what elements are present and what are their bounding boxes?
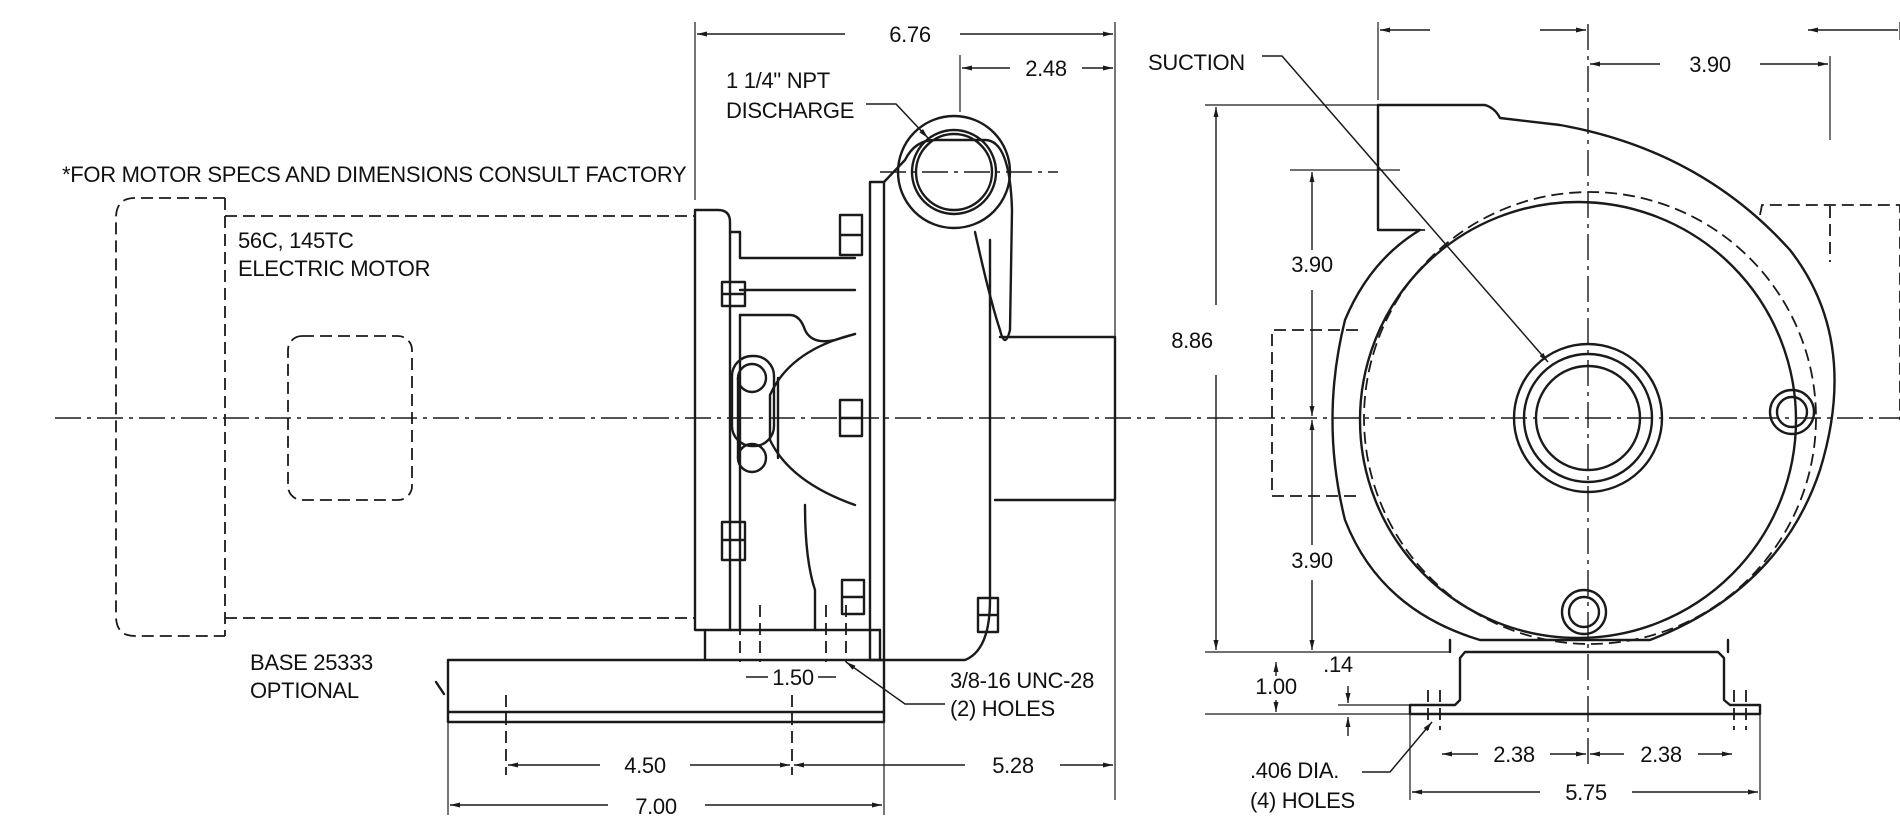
dim-overall-height: 8.86 xyxy=(1171,328,1213,353)
adapter-inner-contour xyxy=(768,332,857,507)
adapter-lower-web xyxy=(803,503,817,632)
motor-conduit-box xyxy=(287,335,413,501)
discharge-hidden-left xyxy=(1377,105,1425,231)
casing-hole-bottom-outer xyxy=(1560,588,1608,636)
pump-casing-side xyxy=(868,114,1117,662)
tapped-holes-leader xyxy=(845,661,945,705)
suction-label: SUCTION xyxy=(1148,50,1245,75)
mount-holes-line2: (4) HOLES xyxy=(1250,788,1355,813)
electric-motor xyxy=(115,197,695,637)
dim-foot-thickness: .14 xyxy=(1323,652,1353,677)
adapter-window xyxy=(730,354,776,448)
dim-upper-flange: 3.90 xyxy=(1291,252,1333,277)
casing-hole-right-outer xyxy=(1768,388,1816,436)
tapped-holes-line1: 3/8-16 UNC-28 xyxy=(950,668,1094,693)
adapter-hidden-outline xyxy=(1271,329,1358,497)
dim-foot-height: 1.00 xyxy=(1255,674,1297,699)
casing-bolt-top xyxy=(838,213,864,257)
front-view-labels: SUCTION .406 DIA. (4) HOLES xyxy=(1148,50,1549,813)
dim-base-to-center: 4.50 xyxy=(624,753,666,778)
suction-bore xyxy=(1534,364,1642,472)
flange-bolt-top xyxy=(720,280,747,308)
adapter-bolt-upper xyxy=(736,362,768,394)
adapter-bracket xyxy=(693,208,1000,662)
impeller-hidden-circle xyxy=(1363,191,1817,645)
mount-holes-line1: .406 DIA. xyxy=(1250,758,1339,783)
flange-bolt-bottom xyxy=(720,520,747,562)
dim-bolt-spacing: 1.50 xyxy=(772,665,814,690)
side-view-dimensions: 6.76 2.48 1.50 4.50 5.28 7.00 xyxy=(447,22,1116,819)
casing-bolt-middle xyxy=(838,398,864,438)
discharge-label-line1: 1 1/4" NPT xyxy=(726,68,830,93)
base-label-line2: OPTIONAL xyxy=(250,678,359,703)
base-plate xyxy=(434,658,886,775)
discharge-hidden-right xyxy=(1759,204,1900,420)
motor-type-line2: ELECTRIC MOTOR xyxy=(238,256,430,281)
side-view-labels: *FOR MOTOR SPECS AND DIMENSIONS CONSULT … xyxy=(62,68,1094,721)
dim-left-hole-offset: 2.38 xyxy=(1493,742,1535,767)
tapped-holes-line2: (2) HOLES xyxy=(950,696,1055,721)
base-outline xyxy=(446,658,886,724)
casing-bolt-lower xyxy=(840,578,866,616)
dim-center-to-end: 5.28 xyxy=(992,753,1034,778)
dim-base-length: 7.00 xyxy=(635,794,677,819)
discharge-label-line2: DISCHARGE xyxy=(726,98,854,123)
mounting-foot xyxy=(1408,650,1762,716)
adapter-upper-web xyxy=(728,230,857,260)
casing-bolt-bottom xyxy=(976,596,1000,634)
casing-hole-right-inner xyxy=(1775,395,1809,429)
motor-end-cap xyxy=(115,197,225,637)
side-view: 6.76 2.48 1.50 4.50 5.28 7.00 xyxy=(55,22,1155,819)
casing-hole-bottom-inner xyxy=(1567,595,1601,629)
motor-type-line1: 56C, 145TC xyxy=(238,228,354,253)
dim-overall-length: 6.76 xyxy=(889,22,931,47)
casing-front-circle xyxy=(1358,200,1798,640)
dim-lower-flange: 3.90 xyxy=(1291,548,1333,573)
suction-flange-outer xyxy=(1512,342,1664,494)
front-view: 3.90 8.86 3.90 3.90 1.00 .14 xyxy=(1148,22,1900,813)
dim-discharge-offset: 2.48 xyxy=(1025,56,1067,81)
adapter-flange xyxy=(693,208,732,632)
motor-specs-note: *FOR MOTOR SPECS AND DIMENSIONS CONSULT … xyxy=(62,162,687,187)
adapter-mid-web xyxy=(738,313,857,343)
volute-outline xyxy=(1331,103,1836,642)
casing-back-plate xyxy=(868,180,886,662)
discharge-leader xyxy=(866,103,929,139)
adapter-bolt-lower xyxy=(736,442,768,474)
front-view-dimensions: 3.90 8.86 3.90 3.90 1.00 .14 xyxy=(1171,22,1900,805)
suction-flange-ring xyxy=(1522,352,1654,484)
casing-volute-lower xyxy=(882,238,992,662)
base-label-line1: BASE 25333 xyxy=(250,650,373,675)
mount-holes-leader xyxy=(1362,721,1433,773)
dim-half-width: 3.90 xyxy=(1689,52,1731,77)
suction-leader xyxy=(1262,55,1549,363)
base-leader-tick xyxy=(434,680,446,696)
dim-foot-span: 5.75 xyxy=(1565,780,1607,805)
dim-right-hole-offset: 2.38 xyxy=(1640,742,1682,767)
